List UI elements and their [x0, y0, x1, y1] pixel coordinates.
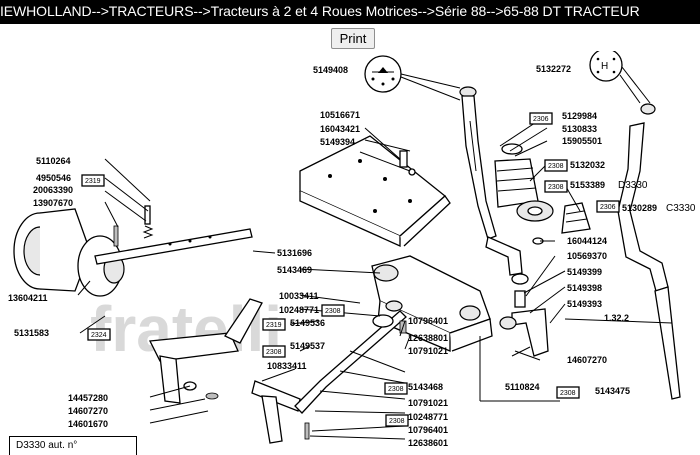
svg-text:2324: 2324: [91, 332, 107, 339]
svg-text:2308: 2308: [560, 390, 576, 397]
part-label: 5110824: [505, 382, 540, 392]
shifter-housing: [371, 255, 493, 352]
svg-text:2308: 2308: [389, 418, 405, 425]
part-label: 5149399: [567, 267, 602, 277]
part-label: 10833411: [267, 361, 307, 371]
svg-text:2306: 2306: [533, 116, 549, 123]
gear-lever: [459, 86, 523, 276]
part-label: 5129984: [562, 111, 597, 121]
part-label: 10791021: [408, 346, 448, 356]
part-label: 14607270: [68, 406, 108, 416]
selector-assembly: [148, 298, 407, 444]
part-label: 10516671: [320, 110, 360, 120]
part-number-labels: 5149408 5132272 10516671 16043421 514939…: [8, 64, 696, 448]
svg-text:H: H: [601, 61, 608, 72]
part-label: 10791021: [408, 398, 448, 408]
part-label: 16044124: [567, 236, 607, 246]
part-label: 10248771: [279, 305, 319, 315]
part-label: 5149394: [320, 137, 355, 147]
part-label: 4950546: [36, 173, 71, 183]
part-label: 10033411: [279, 291, 319, 301]
model-label: C3330: [666, 203, 696, 214]
part-label: 13907670: [33, 198, 73, 208]
range-lever: [617, 103, 681, 400]
svg-text:2319: 2319: [85, 178, 101, 185]
part-label: 5143469: [277, 265, 312, 275]
range-linkage: [499, 237, 549, 357]
part-label: 5132032: [570, 160, 605, 170]
part-label: 10796401: [408, 425, 448, 435]
part-label: 14607270: [567, 355, 607, 365]
part-label: 5130833: [562, 124, 597, 134]
part-label: 14601670: [68, 419, 108, 429]
part-label: 5149393: [567, 299, 602, 309]
leader-lines: [77, 114, 673, 440]
part-label: 1.32.2: [604, 313, 629, 323]
part-label: 16043421: [320, 124, 360, 134]
svg-text:2308: 2308: [548, 163, 564, 170]
part-label: 12638801: [408, 333, 448, 343]
gear-pattern-dial: [364, 55, 461, 101]
clutch-drum: [13, 208, 125, 297]
part-label: 5143468: [408, 382, 443, 392]
part-label: 12638601: [408, 438, 448, 448]
part-label: 20063390: [33, 185, 73, 195]
part-label: 5149408: [313, 65, 348, 75]
breadcrumb-bar: IEWHOLLAND-->TRACTEURS-->Tracteurs à 2 e…: [0, 0, 700, 24]
part-label: 5131696: [277, 248, 312, 258]
part-label: 5149537: [290, 341, 325, 351]
model-label: D3330: [618, 180, 648, 191]
shift-rod: [94, 205, 253, 265]
part-label: 5149398: [567, 283, 602, 293]
print-button[interactable]: Print: [331, 28, 375, 49]
part-label: 15905501: [562, 136, 602, 146]
part-label: 5132272: [536, 64, 571, 74]
diagram-caption: D3330 aut. n°: [9, 436, 137, 455]
cover-plate: [299, 135, 451, 248]
range-pattern-dial: H: [589, 51, 651, 104]
part-label: 5143475: [595, 386, 630, 396]
part-label: 5110264: [36, 156, 71, 166]
part-label: 5149536: [290, 318, 325, 328]
part-label: 13604211: [8, 293, 48, 303]
part-label: 5130289: [622, 203, 657, 213]
part-label: 5153389: [570, 180, 605, 190]
svg-text:2306: 2306: [600, 204, 616, 211]
part-label: 10569370: [567, 251, 607, 261]
lever-boot: [494, 143, 554, 222]
part-label: 10248771: [408, 412, 448, 422]
svg-text:2308: 2308: [266, 349, 282, 356]
part-label: 5131583: [14, 328, 49, 338]
part-label: 14457280: [68, 393, 108, 403]
parts-diagram: fratelli H: [0, 51, 700, 455]
part-label: 10796401: [408, 316, 448, 326]
breadcrumb: IEWHOLLAND-->TRACTEURS-->Tracteurs à 2 e…: [0, 3, 640, 19]
svg-text:2308: 2308: [325, 308, 341, 315]
range-lever-boot: [561, 202, 591, 234]
svg-text:2308: 2308: [388, 386, 404, 393]
svg-text:2319: 2319: [266, 322, 282, 329]
svg-text:2308: 2308: [548, 184, 564, 191]
ref-code-boxes: 2319 2324 2319 2308 2306 2308 2308 2306 …: [81, 112, 620, 427]
